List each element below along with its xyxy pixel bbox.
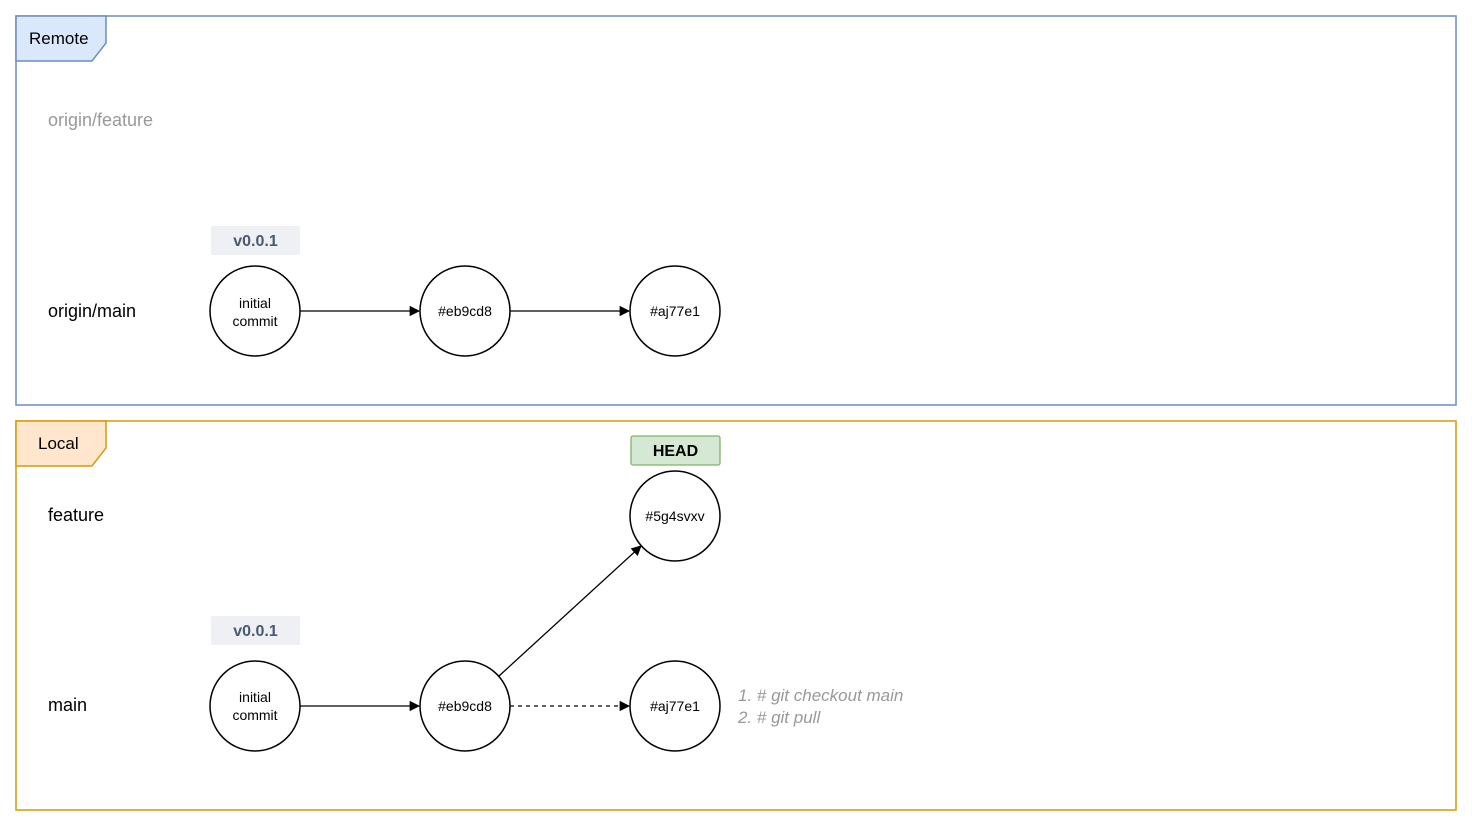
commit-circle <box>209 265 301 357</box>
tag-badge: v0.0.1 <box>211 616 300 645</box>
commit-node: #aj77e1 <box>629 660 721 752</box>
remote-panel-tab <box>15 15 107 62</box>
local-panel-border <box>15 420 1457 811</box>
commit-node: initial commit <box>209 660 301 752</box>
remote-panel-title: Remote <box>29 29 89 48</box>
note-step-1: 1. # git checkout main <box>738 686 903 705</box>
commit-label: #aj77e1 <box>650 303 700 319</box>
commit-label: initial <box>239 689 271 705</box>
branch-label-feature: feature <box>48 505 104 525</box>
local-panel-title: Local <box>38 434 79 453</box>
branch-label-origin-main: origin/main <box>48 301 136 321</box>
head-badge: HEAD <box>630 435 721 466</box>
commit-label: #5g4svxv <box>645 508 704 524</box>
commit-label: #aj77e1 <box>650 698 700 714</box>
commit-label: #eb9cd8 <box>438 698 492 714</box>
local-panel-tab <box>15 420 107 467</box>
commit-label: initial <box>239 295 271 311</box>
commit-circle <box>629 660 721 752</box>
tag-badge-bg <box>211 226 300 255</box>
tag-badge-bg <box>211 616 300 645</box>
tag-badge: v0.0.1 <box>211 226 300 255</box>
commit-node: #eb9cd8 <box>419 265 511 357</box>
edge-arrow-branch <box>498 545 642 677</box>
tag-label: v0.0.1 <box>233 623 278 640</box>
commit-label: commit <box>232 313 277 329</box>
commit-label: commit <box>232 707 277 723</box>
commit-circle <box>629 265 721 357</box>
commit-label: #eb9cd8 <box>438 303 492 319</box>
local-panel: Local feature main HEAD #5g4svxv v0.0.1 … <box>15 420 1457 811</box>
commit-node: initial commit <box>209 265 301 357</box>
commit-node: #5g4svxv <box>629 470 721 562</box>
head-badge-bg <box>630 435 721 466</box>
branch-label-main: main <box>48 695 87 715</box>
commit-node: #eb9cd8 <box>419 660 511 752</box>
commit-circle <box>419 660 511 752</box>
commit-circle <box>419 265 511 357</box>
remote-panel: Remote origin/feature origin/main v0.0.1… <box>15 15 1457 406</box>
tag-label: v0.0.1 <box>233 233 278 250</box>
commit-circle <box>209 660 301 752</box>
head-label: HEAD <box>653 443 698 460</box>
commit-node: #aj77e1 <box>629 265 721 357</box>
commit-circle <box>629 470 721 562</box>
note-step-2: 2. # git pull <box>737 708 821 727</box>
branch-label-origin-feature: origin/feature <box>48 110 153 130</box>
